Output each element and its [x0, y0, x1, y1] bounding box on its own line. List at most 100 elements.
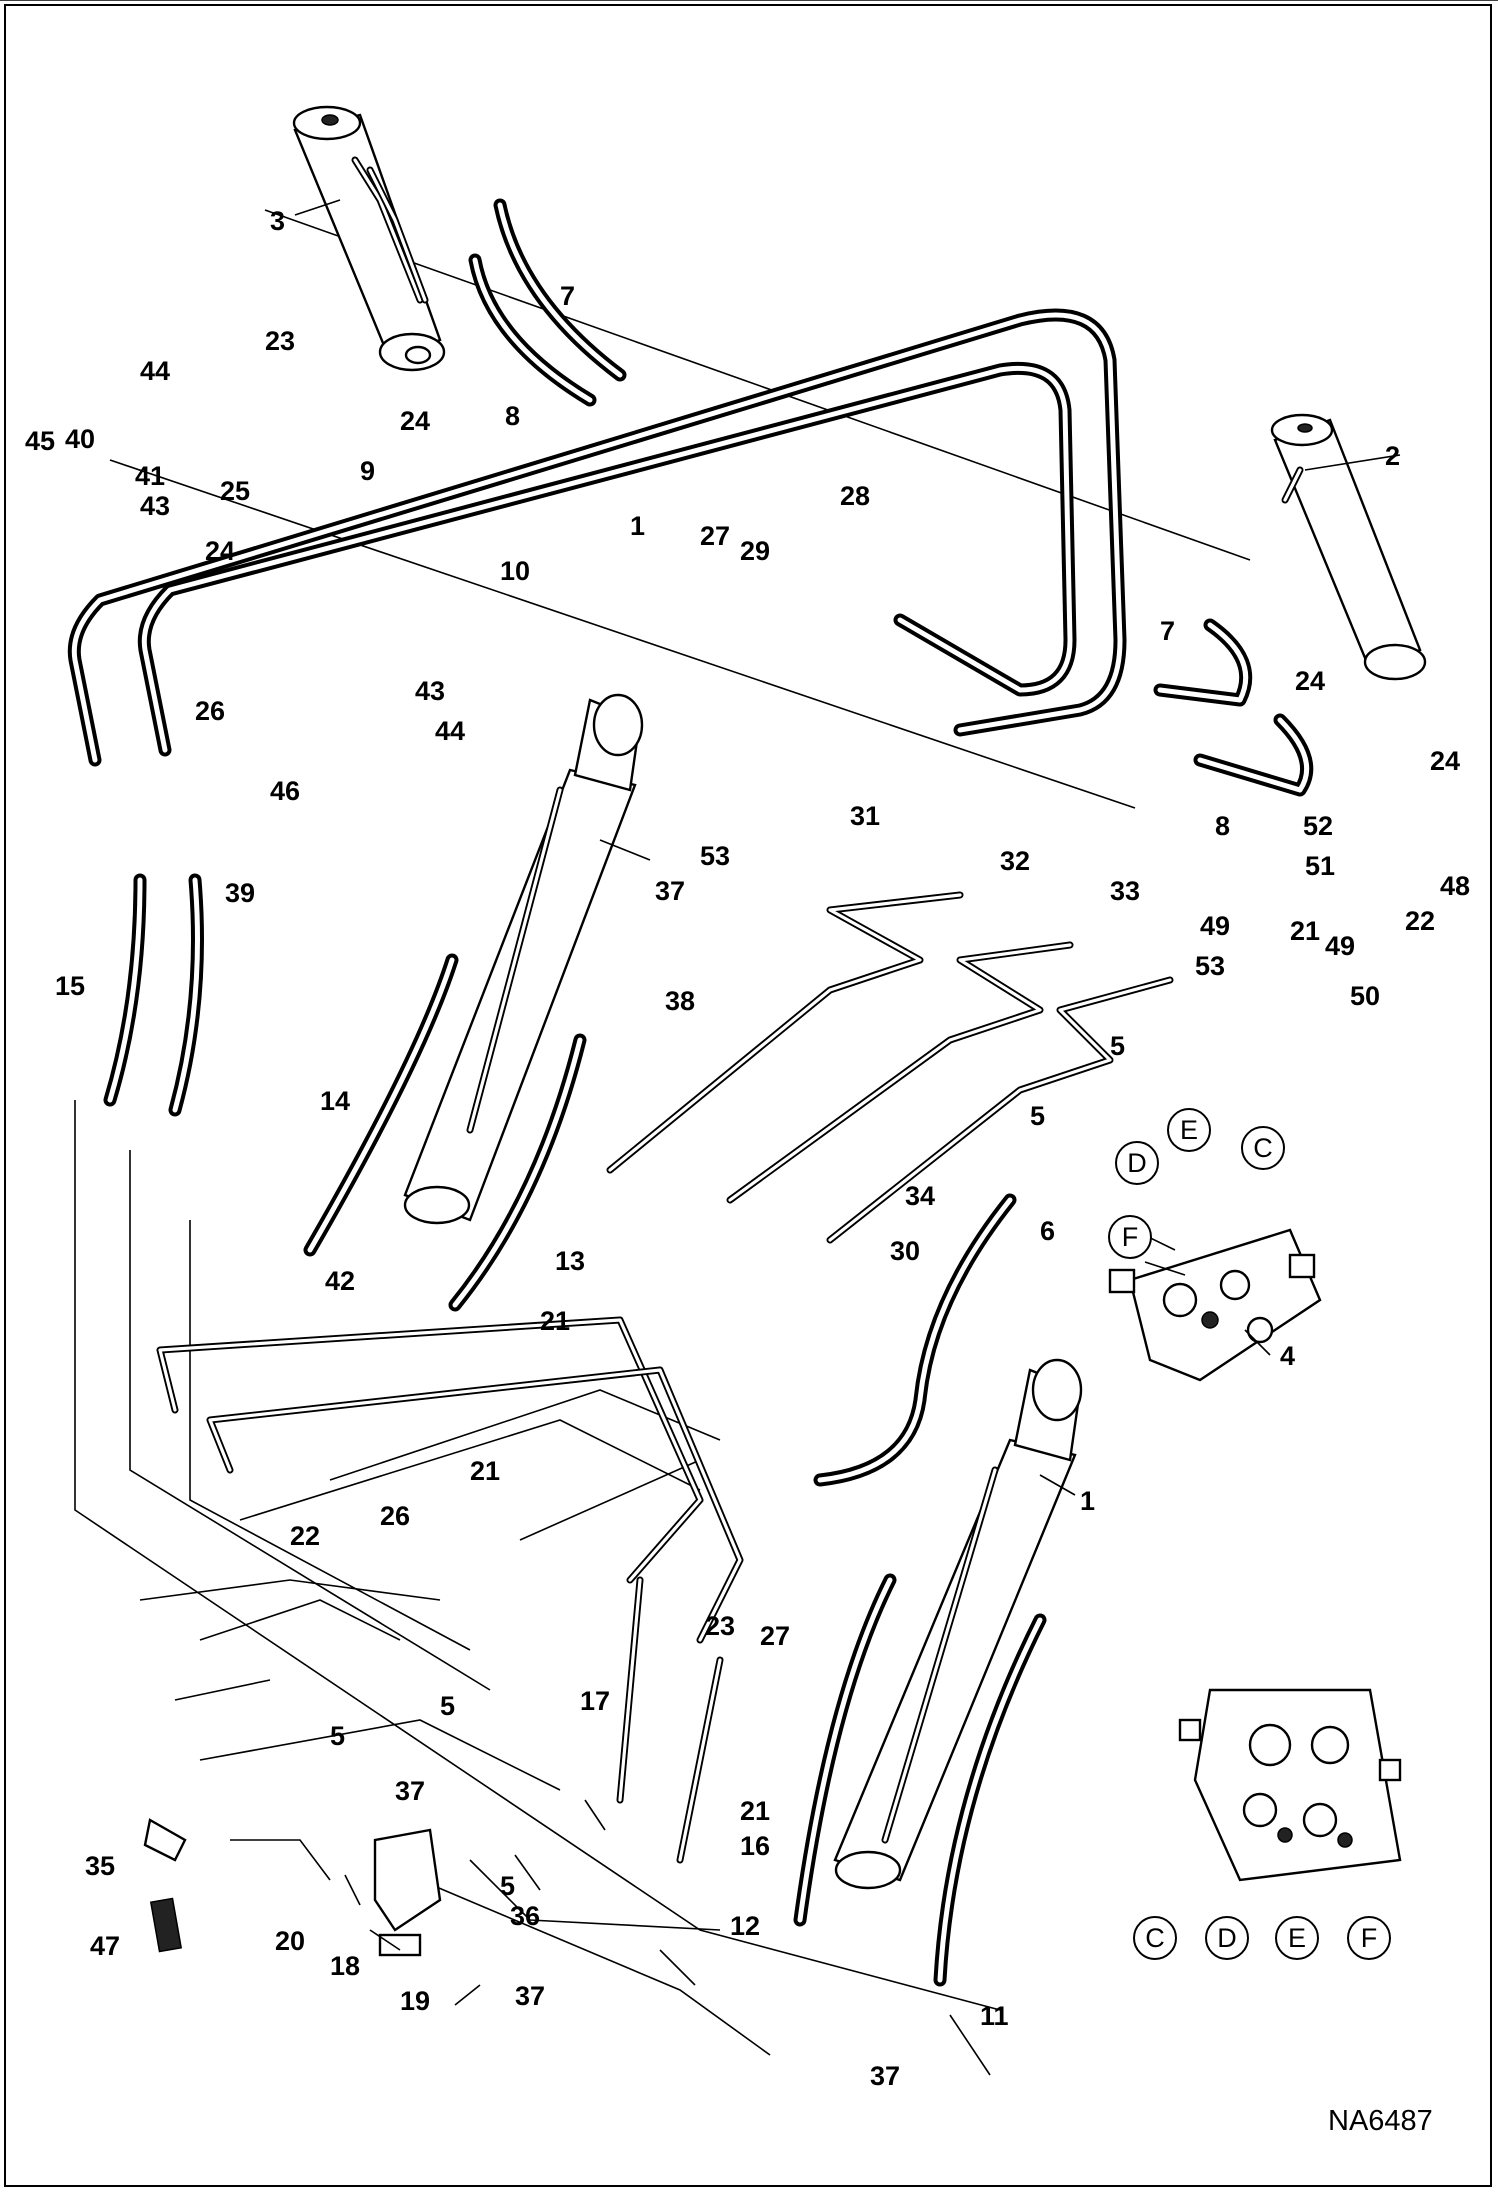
inset-port-label: F	[1361, 1923, 1378, 1953]
callout-label: 5	[1030, 1101, 1045, 1131]
callout-label: 21	[470, 1456, 500, 1486]
routing-lines	[74, 209, 1251, 2056]
callout-label: 43	[140, 491, 170, 521]
inset-port-circle-f	[1347, 1916, 1391, 1960]
hoses-lower	[103, 873, 1047, 1987]
callout-label: 22	[1405, 906, 1435, 936]
inset-port-label: C	[1145, 1923, 1165, 1953]
port-label: D	[1127, 1148, 1147, 1178]
callout-label: 35	[85, 1851, 115, 1881]
callout-label: 23	[705, 1611, 735, 1641]
callout-label: 26	[195, 696, 225, 726]
port-label: E	[1180, 1115, 1198, 1145]
callout-label: 21	[1290, 916, 1320, 946]
callout-label: 53	[700, 841, 730, 871]
port-label: F	[1122, 1222, 1139, 1252]
callout-label: 41	[135, 461, 165, 491]
callout-label: 10	[500, 556, 530, 586]
callout-label: 40	[65, 424, 95, 454]
callout-label: 32	[1000, 846, 1030, 876]
callout-label: 34	[905, 1181, 935, 1211]
callout-label: 21	[540, 1306, 570, 1336]
callout-label: 24	[400, 406, 430, 436]
inset-port-label: E	[1288, 1923, 1306, 1953]
callout-label: 12	[730, 1911, 760, 1941]
callout-label: 51	[1305, 851, 1335, 881]
callout-label: 1	[630, 511, 645, 541]
callout-label: 8	[505, 401, 520, 431]
tilt-cylinder-lower	[833, 1358, 1083, 1890]
callout-label: 24	[1295, 666, 1325, 696]
callout-label: 17	[580, 1686, 610, 1716]
callout-label: 24	[1430, 746, 1460, 776]
callout-label: 38	[665, 986, 695, 1016]
callout-label: 44	[140, 356, 170, 386]
callout-label: 50	[1350, 981, 1380, 1011]
callout-label: 25	[220, 476, 250, 506]
callout-label: 7	[1160, 616, 1175, 646]
drawing-number: NA6487	[1328, 2105, 1433, 2137]
callout-label: 20	[275, 1926, 305, 1956]
rigid-tubes	[156, 891, 1174, 1864]
callout-label: 5	[1110, 1031, 1125, 1061]
callout-label: 46	[270, 776, 300, 806]
callout-label: 5	[500, 1871, 515, 1901]
port-label: C	[1253, 1133, 1273, 1163]
port-label-layer: D E C F C D E F	[1122, 1115, 1378, 1953]
port-circle-e	[1167, 1108, 1211, 1152]
callout-label: 33	[1110, 876, 1140, 906]
callout-label: 48	[1440, 871, 1470, 901]
callout-label: 23	[265, 326, 295, 356]
lift-cylinder-top-right	[1270, 413, 1427, 681]
callout-label: 3	[270, 206, 285, 236]
control-valve-4	[1108, 1228, 1322, 1382]
inset-port-circle-e	[1275, 1916, 1319, 1960]
callout-layer: 1123455555677889101112131415161718192021…	[25, 206, 1470, 2091]
callout-label: 14	[320, 1086, 350, 1116]
callout-label: 30	[890, 1236, 920, 1266]
callout-label: 44	[435, 716, 465, 746]
callout-label: 22	[290, 1521, 320, 1551]
hose-loop-9-10	[67, 308, 1127, 767]
callout-label: 2	[1385, 441, 1400, 471]
lift-cylinder-top-left	[292, 105, 446, 372]
callout-label: 28	[840, 481, 870, 511]
callout-label: 5	[330, 1721, 345, 1751]
callout-label: 27	[760, 1621, 790, 1651]
callout-label: 9	[360, 456, 375, 486]
callout-label: 31	[850, 801, 880, 831]
port-circle-f	[1108, 1215, 1152, 1259]
callout-label: 49	[1325, 931, 1355, 961]
callout-label: 11	[980, 2001, 1009, 2031]
callout-label: 16	[740, 1831, 770, 1861]
valve-18	[143, 1818, 442, 1957]
callout-label: 8	[1215, 811, 1230, 841]
inset-port-circle-c	[1133, 1916, 1177, 1960]
callout-label: 26	[380, 1501, 410, 1531]
inset-valve	[1178, 1688, 1402, 1882]
hoses-7-8	[468, 198, 1314, 797]
callout-label: 29	[740, 536, 770, 566]
callout-label: 43	[415, 676, 445, 706]
callout-label: 37	[515, 1981, 545, 2011]
callout-label: 15	[55, 971, 85, 1001]
port-circles	[1108, 1108, 1391, 1960]
callout-label: 52	[1303, 811, 1333, 841]
callout-label: 45	[25, 426, 55, 456]
callout-label: 37	[395, 1776, 425, 1806]
callout-label: 18	[330, 1951, 360, 1981]
inset-port-label: D	[1217, 1923, 1237, 1953]
callout-label: 47	[90, 1931, 120, 1961]
callout-label: 49	[1200, 911, 1230, 941]
callout-label: 27	[700, 521, 730, 551]
tilt-cylinder-center	[403, 693, 644, 1225]
callout-label: 39	[225, 878, 255, 908]
callout-label: 42	[325, 1266, 355, 1296]
callout-label: 5	[440, 1691, 455, 1721]
callout-label: 24	[205, 536, 235, 566]
callout-label: 36	[510, 1901, 540, 1931]
callout-label: 37	[655, 876, 685, 906]
callout-label: 6	[1040, 1216, 1055, 1246]
callout-label: 19	[400, 1986, 430, 2016]
